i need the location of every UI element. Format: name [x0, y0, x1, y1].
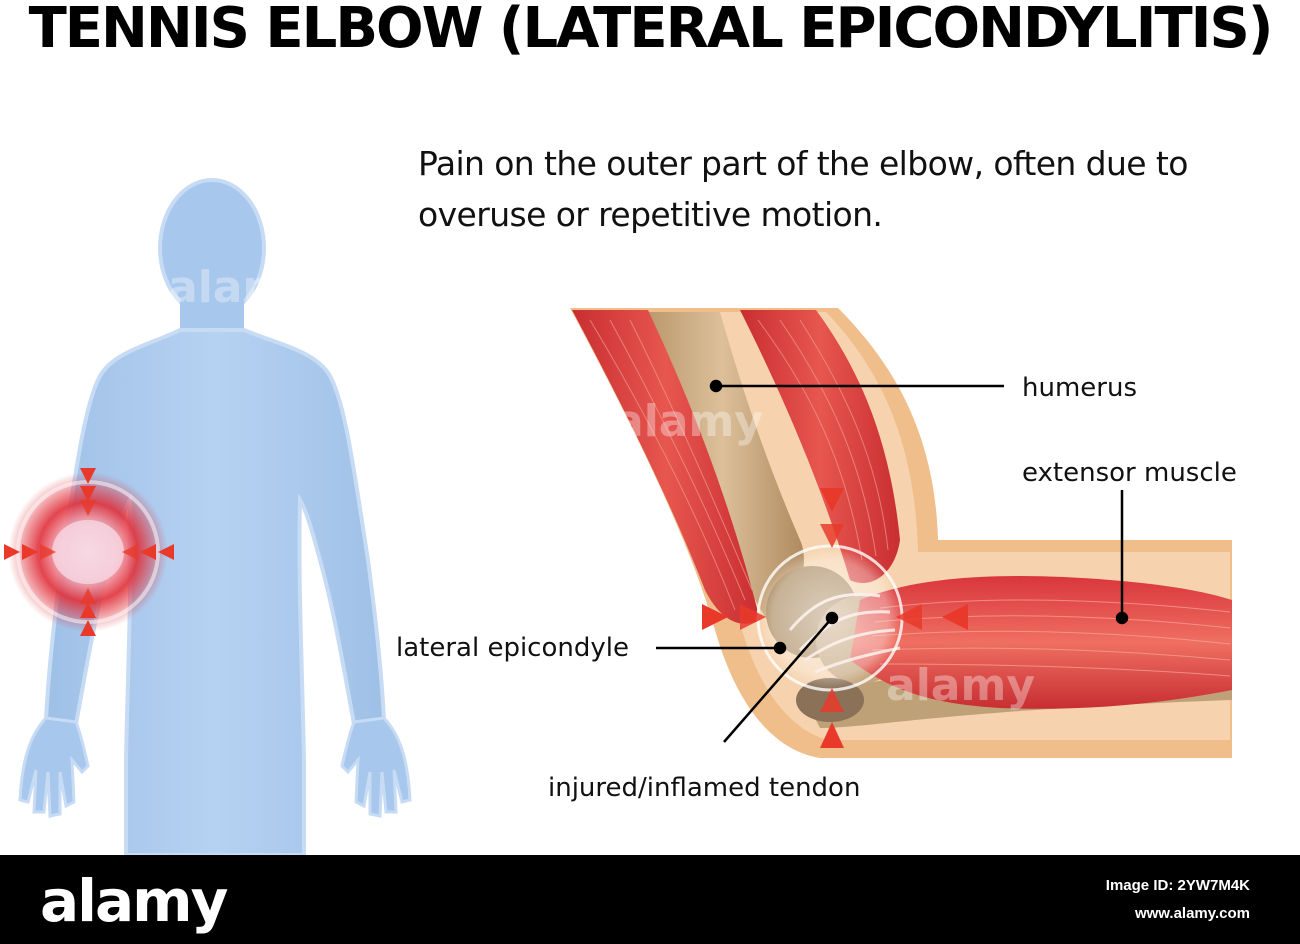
footer-image-id: Image ID: 2YW7M4K: [1105, 877, 1250, 894]
upper-muscle-1: [572, 310, 760, 624]
extensor-muscle: [850, 576, 1232, 709]
watermark-layer: alamy alamy alamy: [168, 262, 1035, 711]
watermark-2: alamy: [614, 396, 763, 447]
left-hand: [18, 716, 90, 818]
watermark-3: alamy: [886, 660, 1035, 711]
human-body-figure: [4, 178, 412, 855]
description-text: Pain on the outer part of the elbow, oft…: [418, 144, 1188, 234]
footer-site-link[interactable]: www.alamy.com: [1134, 905, 1250, 922]
illustration-canvas: humerus extensor muscle lateral epicondy…: [4, 178, 1237, 855]
pain-arrows-icon: [4, 468, 174, 636]
upper-muscle-2: [740, 310, 900, 584]
page-title: TENNIS ELBOW (LATERAL EPICONDYLITIS): [28, 0, 1274, 61]
joint-pain-arrows-icon: [702, 488, 968, 748]
right-hand: [340, 716, 412, 818]
label-extensor-muscle: extensor muscle: [1022, 458, 1237, 488]
label-lateral-epicondyle: lateral epicondyle: [396, 633, 629, 663]
watermark-1: alamy: [168, 262, 317, 313]
leader-lines: [656, 379, 1129, 743]
label-injured-tendon: injured/inflamed tendon: [548, 773, 860, 803]
elbow-anatomy-illustration: [570, 308, 1232, 758]
label-humerus: humerus: [1022, 373, 1137, 403]
footer-brand-logo: alamy: [40, 867, 228, 935]
footer-bar: alamy Image ID: 2YW7M4K www.alamy.com: [0, 855, 1300, 944]
